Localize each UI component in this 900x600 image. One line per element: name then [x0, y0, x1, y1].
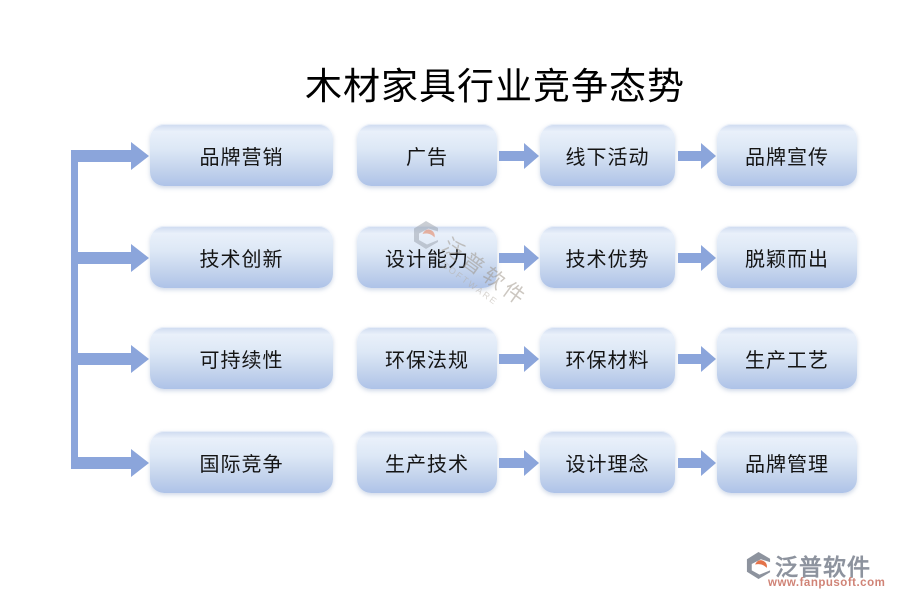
- arrow-head: [131, 449, 149, 477]
- arrow-shaft: [678, 458, 703, 468]
- node-production-tech: 生产技术: [357, 431, 497, 493]
- arrow-shaft: [71, 252, 133, 264]
- footer-website-url: www.fanpusoft.com: [768, 577, 886, 589]
- left-branch-arrow-icon: [71, 141, 149, 171]
- footer-brand-name: 泛普软件: [775, 554, 871, 580]
- flow-arrow-icon: [499, 141, 539, 171]
- arrow-head: [701, 245, 716, 271]
- arrow-head: [524, 346, 539, 372]
- arrow-head: [701, 346, 716, 372]
- left-branch-arrow-icon: [71, 344, 149, 374]
- arrow-head: [131, 345, 149, 373]
- arrow-shaft: [499, 354, 526, 364]
- node-tech-advantage: 技术优势: [540, 226, 675, 288]
- flow-arrow-icon: [678, 243, 716, 273]
- arrow-shaft: [71, 150, 133, 162]
- arrow-head: [701, 450, 716, 476]
- fanpu-logo-icon: [746, 552, 771, 579]
- node-brand-management: 品牌管理: [717, 431, 857, 493]
- node-design-concept: 设计理念: [540, 431, 675, 493]
- node-eco-materials: 环保材料: [540, 327, 675, 389]
- arrow-shaft: [678, 253, 703, 263]
- node-env-regulations: 环保法规: [357, 327, 497, 389]
- node-stand-out: 脱颖而出: [717, 226, 857, 288]
- arrow-head: [701, 143, 716, 169]
- node-intl-competition: 国际竞争: [150, 431, 333, 493]
- node-brand-promotion: 品牌宣传: [717, 124, 857, 186]
- arrow-shaft: [71, 457, 133, 469]
- node-production-craft: 生产工艺: [717, 327, 857, 389]
- arrow-head: [524, 143, 539, 169]
- arrow-shaft: [678, 151, 703, 161]
- page-title: 木材家具行业竞争态势: [305, 65, 685, 108]
- arrow-shaft: [71, 353, 133, 365]
- node-tech-innovation: 技术创新: [150, 226, 333, 288]
- node-design-capability: 设计能力: [357, 226, 497, 288]
- arrow-shaft: [499, 253, 526, 263]
- arrow-shaft: [499, 151, 526, 161]
- node-brand-marketing: 品牌营销: [150, 124, 333, 186]
- left-branch-arrow-icon: [71, 448, 149, 478]
- flow-arrow-icon: [499, 344, 539, 374]
- left-branch-arrow-icon: [71, 243, 149, 273]
- flow-arrow-icon: [678, 344, 716, 374]
- footer-brand-block: 泛普软件 www.fanpusoft.com: [745, 548, 895, 594]
- arrow-shaft: [678, 354, 703, 364]
- arrow-head: [131, 244, 149, 272]
- flow-arrow-icon: [678, 448, 716, 478]
- node-offline-events: 线下活动: [540, 124, 675, 186]
- arrow-head: [131, 142, 149, 170]
- flow-arrow-icon: [499, 448, 539, 478]
- flow-arrow-icon: [678, 141, 716, 171]
- arrow-head: [524, 245, 539, 271]
- node-sustainability: 可持续性: [150, 327, 333, 389]
- arrow-shaft: [499, 458, 526, 468]
- connector-vertical-line: [71, 151, 78, 468]
- flow-arrow-icon: [499, 243, 539, 273]
- node-advertising: 广告: [357, 124, 497, 186]
- arrow-head: [524, 450, 539, 476]
